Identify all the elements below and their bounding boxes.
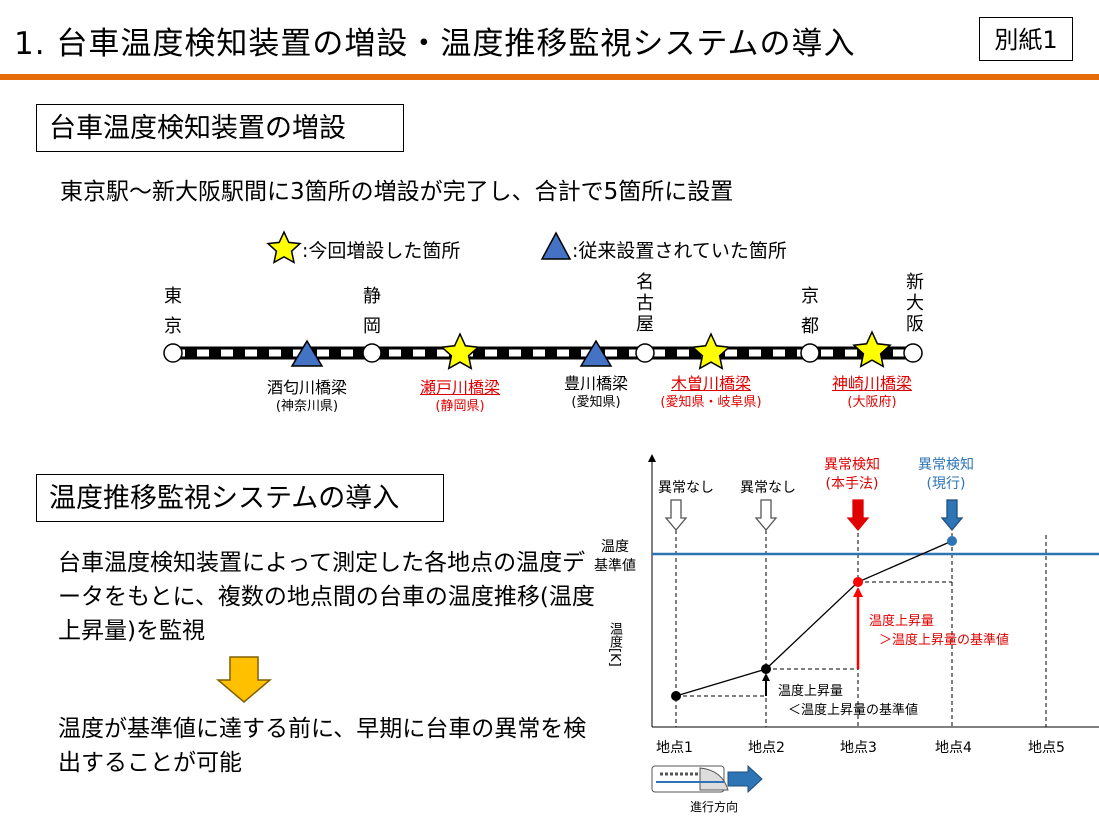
station-shizuoka-label: 静岡 [363,286,381,337]
site-setogawa-label: 瀬戸川橋梁 (静岡県) [419,378,500,414]
legend-new-sites-label: :今回増設した箇所 [302,240,461,262]
attachment-label: 別紙1 [979,17,1073,61]
status-arrow-1-icon [664,499,688,532]
monitoring-description: 台車温度検知装置によって測定した各地点の温度データをもとに、複数の地点間の台車の… [58,550,595,644]
station-nagoya-label: 名古屋 [636,272,654,335]
point-1 [671,691,681,701]
legend-existing-sites-label: :従来設置されていた箇所 [572,240,787,262]
y-axis-label: 温度[K] [607,622,622,667]
threshold-label: 温度基準値 [594,539,636,574]
station-shizuoka-marker [362,343,382,363]
annotation-small-rise: 温度上昇量＜温度上昇量の基準値 [778,684,919,718]
site-toyokawa-label: 豊川橋梁 (愛知県) [563,374,628,410]
legend-triangle-icon [540,231,572,260]
site-setogawa-star-icon [440,332,480,370]
x-tick-1: 地点1 [656,740,693,756]
status-arrow-4-icon [940,499,964,532]
site-sakawagawa-label: 酒匂川橋梁 (神奈川県) [266,378,347,414]
station-tokyo-label: 東京 [164,286,182,337]
direction-arrow-icon [727,764,763,794]
legend-star-icon [266,230,302,264]
status-arrow-2-icon [754,499,778,532]
station-tokyo-marker [163,343,183,363]
temperature-series-line [675,540,953,697]
monitoring-result: 温度が基準値に達する前に、早期に台車の異常を検出することが可能 [58,716,587,776]
station-shinosaka-label: 新大阪 [906,272,924,335]
point-2 [761,664,771,674]
status-label-2: 異常なし [740,480,796,496]
annotation-large-rise: 温度上昇量＞温度上昇量の基準値 [869,614,1010,648]
y-axis-arrow [648,454,656,462]
site-toyokawa-triangle-icon [579,339,613,367]
status-label-1: 異常なし [658,480,714,496]
result-down-arrow-icon [215,656,273,703]
section-heading-detectors: 台車温度検知装置の増設 [36,104,404,152]
train-nose-icon [699,767,729,791]
site-kisogawa-star-icon [691,332,731,370]
temperature-chart [648,454,1099,794]
status-label-4: 異常検知(現行) [918,457,974,492]
page-title: 1. 台車温度検知装置の増設・温度推移監視システムの導入 [14,26,856,62]
status-label-3: 異常検知(本手法) [824,457,880,492]
point-3 [853,577,863,587]
station-shinosaka-marker [903,343,923,363]
status-arrow-3-icon [846,499,870,532]
site-kanzakigawa-star-icon [852,330,892,368]
direction-label: 進行方向 [690,800,739,814]
x-tick-2: 地点2 [748,740,785,756]
station-nagoya-marker [635,343,655,363]
small-rise-arrowhead-icon [762,673,770,681]
x-tick-3: 地点3 [840,740,877,756]
point-4 [947,536,957,546]
detector-summary: 東京駅～新大阪駅間に3箇所の増設が完了し、合計で5箇所に設置 [60,179,734,205]
station-kyoto-label: 京都 [801,286,819,337]
title-divider [0,74,1099,80]
station-kyoto-marker [800,343,820,363]
site-kanzakigawa-label: 神崎川橋梁 (大阪府) [831,374,912,410]
x-tick-5: 地点5 [1028,740,1065,756]
site-kisogawa-label: 木曽川橋梁 (愛知県・岐阜県) [660,374,762,410]
site-sakawagawa-triangle-icon [290,339,324,367]
section-heading-monitoring: 温度推移監視システムの導入 [36,474,444,522]
large-rise-arrowhead-icon [853,587,863,597]
x-tick-4: 地点4 [935,740,972,756]
